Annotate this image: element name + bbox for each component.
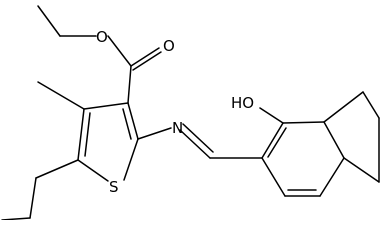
molecule-drawing: O O S N HO: [1, 5, 380, 220]
ethyl-group: [37, 5, 97, 37]
hydroxyl-label: HO: [231, 94, 254, 112]
imine-linkage: [137, 123, 263, 159]
methyl-bond: [37, 81, 85, 110]
hydroxyl-bond: [259, 107, 284, 124]
propyl-chain: [1, 159, 79, 220]
sulfur-label: S: [109, 178, 119, 196]
ester-oxygen-label: O: [96, 28, 108, 46]
naphthol-ring: [261, 121, 345, 197]
benzo-ring: [323, 91, 380, 183]
ester-group: [107, 35, 162, 104]
nitrogen-label: N: [172, 119, 183, 137]
structure-canvas: O O S N HO: [1, 5, 380, 220]
thiophene-ring: [77, 102, 139, 182]
carbonyl-oxygen-label: O: [163, 37, 175, 55]
